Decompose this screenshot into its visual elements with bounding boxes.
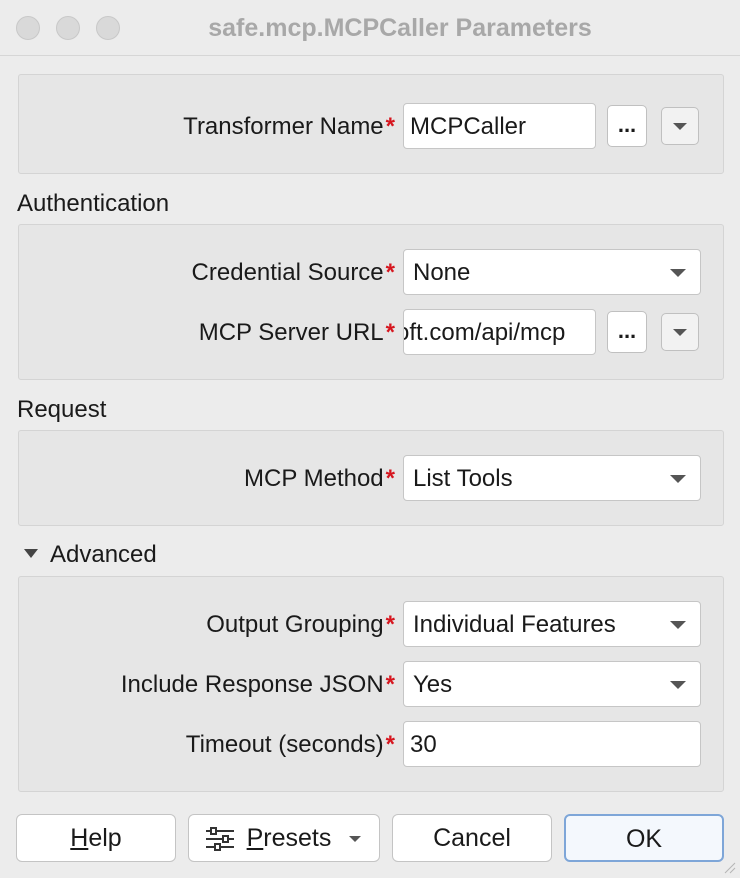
zoom-window-icon[interactable] — [96, 16, 120, 40]
include-json-label: Include Response JSON* — [120, 671, 395, 698]
credential-source-row: Credential Source* None — [19, 249, 725, 297]
required-marker: * — [385, 113, 395, 140]
window-title: safe.mcp.MCPCaller Parameters — [208, 14, 592, 42]
authentication-section-label: Authentication — [17, 190, 170, 217]
minimize-window-icon[interactable] — [56, 16, 80, 40]
mcp-method-row: MCP Method* List Tools — [19, 455, 725, 503]
chevron-down-icon — [670, 621, 686, 629]
server-url-options-button[interactable]: ... — [607, 311, 647, 353]
triangle-down-icon[interactable] — [24, 549, 38, 558]
mcp-method-select[interactable]: List Tools — [403, 455, 701, 501]
request-group: MCP Method* List Tools — [18, 430, 724, 526]
chevron-down-icon — [670, 269, 686, 277]
presets-button[interactable]: Presets — [188, 814, 380, 862]
transformer-name-input[interactable]: MCPCaller — [403, 103, 596, 149]
chevron-down-icon — [670, 681, 686, 689]
credential-source-select[interactable]: None — [403, 249, 701, 295]
sliders-icon — [206, 827, 234, 851]
mcp-method-label: MCP Method* — [244, 465, 395, 492]
ok-button[interactable]: OK — [564, 814, 724, 862]
output-grouping-label: Output Grouping* — [206, 611, 395, 638]
general-group: Transformer Name* MCPCaller ... — [18, 74, 724, 174]
request-section-label: Request — [17, 396, 107, 423]
timeout-row: Timeout (seconds)* 30 — [19, 721, 725, 769]
server-url-menu-button[interactable] — [661, 313, 699, 351]
resize-grip-icon[interactable] — [722, 860, 736, 874]
server-url-input[interactable]: oft.com/api/mcp — [403, 309, 596, 355]
close-window-icon[interactable] — [16, 16, 40, 40]
required-marker: * — [385, 259, 395, 286]
chevron-down-icon — [673, 329, 687, 336]
required-marker: * — [385, 319, 395, 346]
transformer-name-options-button[interactable]: ... — [607, 105, 647, 147]
server-url-row: MCP Server URL* oft.com/api/mcp ... — [19, 309, 725, 357]
advanced-group: Output Grouping* Individual Features Inc… — [18, 576, 724, 792]
required-marker: * — [385, 465, 395, 492]
chevron-down-icon — [670, 475, 686, 483]
title-bar[interactable]: safe.mcp.MCPCaller Parameters — [0, 0, 740, 56]
output-grouping-select[interactable]: Individual Features — [403, 601, 701, 647]
required-marker: * — [385, 731, 395, 758]
help-button[interactable]: Help — [16, 814, 176, 862]
output-grouping-row: Output Grouping* Individual Features — [19, 601, 725, 649]
advanced-section-label[interactable]: Advanced — [50, 541, 157, 568]
timeout-label: Timeout (seconds)* — [185, 731, 395, 758]
include-json-select[interactable]: Yes — [403, 661, 701, 707]
required-marker: * — [385, 671, 395, 698]
transformer-name-label: Transformer Name* — [183, 113, 395, 140]
cancel-button[interactable]: Cancel — [392, 814, 552, 862]
authentication-group: Credential Source* None MCP Server URL* … — [18, 224, 724, 380]
transformer-name-menu-button[interactable] — [661, 107, 699, 145]
transformer-name-row: Transformer Name* MCPCaller ... — [19, 103, 725, 151]
chevron-down-icon — [349, 836, 361, 842]
include-json-row: Include Response JSON* Yes — [19, 661, 725, 709]
credential-source-label: Credential Source* — [191, 259, 395, 286]
chevron-down-icon — [673, 123, 687, 130]
required-marker: * — [385, 611, 395, 638]
timeout-input[interactable]: 30 — [403, 721, 701, 767]
server-url-label: MCP Server URL* — [198, 319, 395, 346]
